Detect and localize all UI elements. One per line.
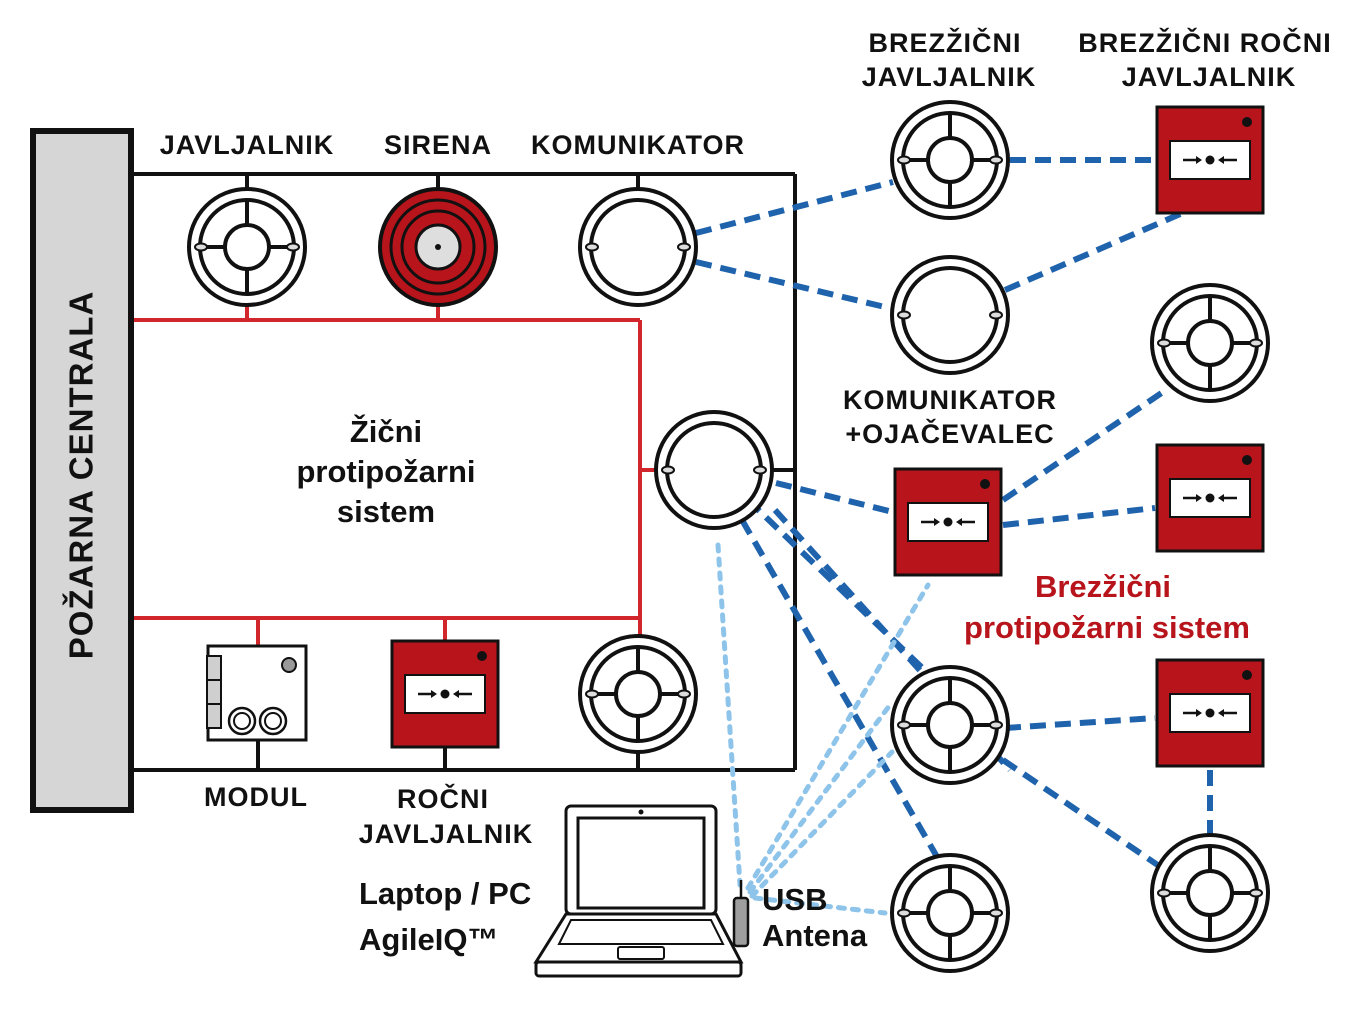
wired-detector-top (187, 187, 307, 307)
wireless-detector-right-lower (1150, 833, 1270, 953)
siren (378, 187, 498, 307)
wireless-detector-bottom (890, 853, 1010, 973)
wired-communicator-top (578, 187, 698, 307)
booster-label-line-1: KOMUNIKATOR (843, 385, 1057, 415)
wireless-communicator (890, 255, 1010, 375)
detector-label: JAVLJALNIK (160, 130, 335, 160)
wireless-manual-call-point-low (1155, 658, 1265, 768)
wired-communicator-right (654, 410, 774, 530)
manual-label-line-2: JAVLJALNIK (359, 819, 534, 849)
wired-title-line-2: protipožarni (296, 454, 475, 489)
wired-title-line-1: Žični (350, 413, 422, 449)
communicator-label: KOMUNIKATOR (531, 130, 745, 160)
wireless-detector-right-upper (1150, 283, 1270, 403)
wireless-manual-call-point-mid (1155, 443, 1265, 553)
wireless-links (695, 157, 1213, 873)
antenna-label-line-2: Antena (762, 918, 868, 953)
wireless-manual-call-point-top (1155, 105, 1265, 215)
wired-loop (131, 305, 657, 646)
module-label: MODUL (204, 782, 308, 812)
laptop-label-line-2: AgileIQ™ (359, 922, 499, 957)
booster-label-line-2: +OJAČEVALEC (845, 418, 1054, 449)
wireless-title-line-2: protipožarni sistem (964, 610, 1250, 645)
wired-manual-call-point (390, 639, 500, 749)
wireless-detector-top (890, 100, 1010, 220)
panel-label: POŽARNA CENTRALA (63, 291, 100, 660)
antenna-label-line-1: USB (762, 882, 827, 917)
wired-title-line-3: sistem (337, 494, 435, 529)
usb-antenna-icon (732, 880, 750, 948)
laptop-label-line-1: Laptop / PC (359, 876, 531, 911)
wireless-manual-label-line-1: BREZŽIČNI ROČNI (1078, 27, 1332, 58)
booster-manual-call-point (893, 467, 1003, 577)
wireless-detector-mid (890, 665, 1010, 785)
wireless-detector-label-line-2: JAVLJALNIK (862, 62, 1037, 92)
wireless-title-line-1: Brezžični (1035, 569, 1171, 604)
fire-panel: POŽARNA CENTRALA (30, 128, 134, 813)
manual-label-line-1: ROČNI (397, 783, 489, 814)
module (206, 644, 308, 742)
laptop-links (715, 542, 931, 916)
wireless-detector-label-line-1: BREZŽIČNI (869, 27, 1022, 58)
wireless-manual-label-line-2: JAVLJALNIK (1122, 62, 1297, 92)
siren-label: SIRENA (384, 130, 492, 160)
laptop-icon (533, 804, 744, 978)
wired-detector-bottom (578, 634, 698, 754)
